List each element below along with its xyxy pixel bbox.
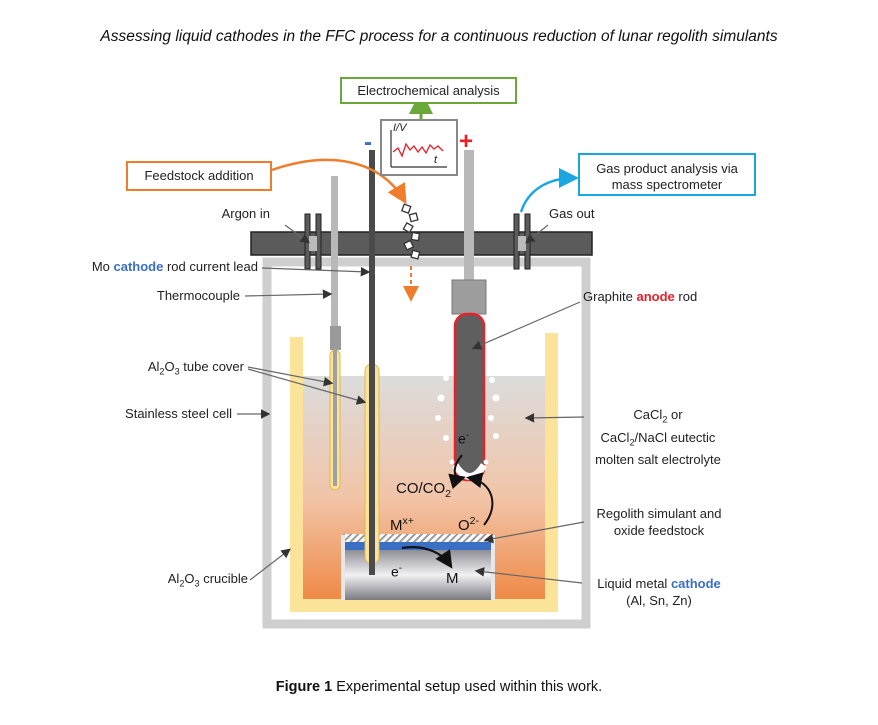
label-al2o3-crucible: Al2O3 crucible (167, 571, 248, 589)
electron-label-anode: e- (458, 430, 470, 447)
electron-label-cathode: e- (391, 563, 403, 580)
cell-lid (250, 231, 593, 256)
label-liquid-metal-cathode: Liquid metal cathode (Al, Sn, Zn) (597, 576, 721, 608)
label-argon-in: Argon in (221, 206, 270, 221)
oxide-ion-arrow (466, 472, 494, 526)
feedstock-arrow (271, 158, 407, 205)
leader-electrolyte (524, 413, 585, 423)
metal-reduction-arrow (401, 546, 453, 569)
feedstock-particles (400, 203, 421, 260)
label-regolith-feedstock: Regolith simulant and oxide feedstock (596, 506, 722, 538)
oxide-ion-label: O2- (458, 515, 480, 534)
label-graphite-anode: Graphite anode rod (583, 289, 698, 304)
gas-product-line1: Gas product analysis via (596, 161, 738, 176)
label-mo-rod: Mo cathode rod current lead (91, 259, 258, 274)
figure-caption: Figure 1 Experimental setup used within … (275, 679, 603, 695)
negative-terminal: - (364, 129, 372, 156)
al2o3-crucible (290, 333, 558, 612)
thermocouple (329, 176, 341, 491)
gas-product-analysis-box: Gas product analysis via mass spectromet… (578, 153, 756, 196)
label-stainless-steel-cell: Stainless steel cell (125, 406, 232, 421)
leader-thermocouple (244, 289, 333, 299)
gas-product-line2: mass spectrometer (611, 177, 723, 192)
inset-x-axis-label: t (434, 154, 438, 166)
feedstock-addition-box: Feedstock addition (126, 161, 272, 191)
leader-argon (284, 224, 310, 244)
gas-bubbles (435, 375, 500, 465)
mo-cathode-rod (364, 150, 380, 575)
label-thermocouple: Thermocouple (156, 288, 240, 303)
potentiostat-display (380, 119, 458, 176)
electrochemical-analysis-box: Electrochemical analysis (340, 77, 517, 104)
label-al2o3-tube-cover: Al2O3 tube cover (147, 359, 244, 377)
leader-tube-1 (247, 366, 334, 387)
liquid-metal-pool (341, 534, 495, 600)
co-co2-label: CO/CO2 (396, 480, 452, 500)
metal-label: M (446, 570, 459, 587)
positive-terminal: + (459, 128, 474, 155)
leader-gas-out (525, 224, 549, 244)
graphite-anode-rod (451, 150, 487, 482)
electron-arrow (448, 454, 466, 489)
label-electrolyte: CaCl2 or CaCl2/NaCl eutectic molten salt… (595, 407, 721, 468)
leader-crucible (249, 548, 291, 581)
leader-graphite (471, 301, 581, 350)
leader-tube-2 (247, 368, 367, 405)
gas-analysis-arrow (519, 168, 579, 213)
leader-regolith (483, 521, 585, 544)
label-gas-out: Gas out (549, 206, 595, 221)
leader-mo-rod (261, 266, 371, 277)
metal-ion-label: Mx+ (390, 515, 414, 534)
leader-liquid-metal (474, 567, 583, 584)
figure-title: Assessing liquid cathodes in the FFC pro… (100, 28, 778, 45)
inset-y-axis-label: I/V (393, 122, 407, 134)
